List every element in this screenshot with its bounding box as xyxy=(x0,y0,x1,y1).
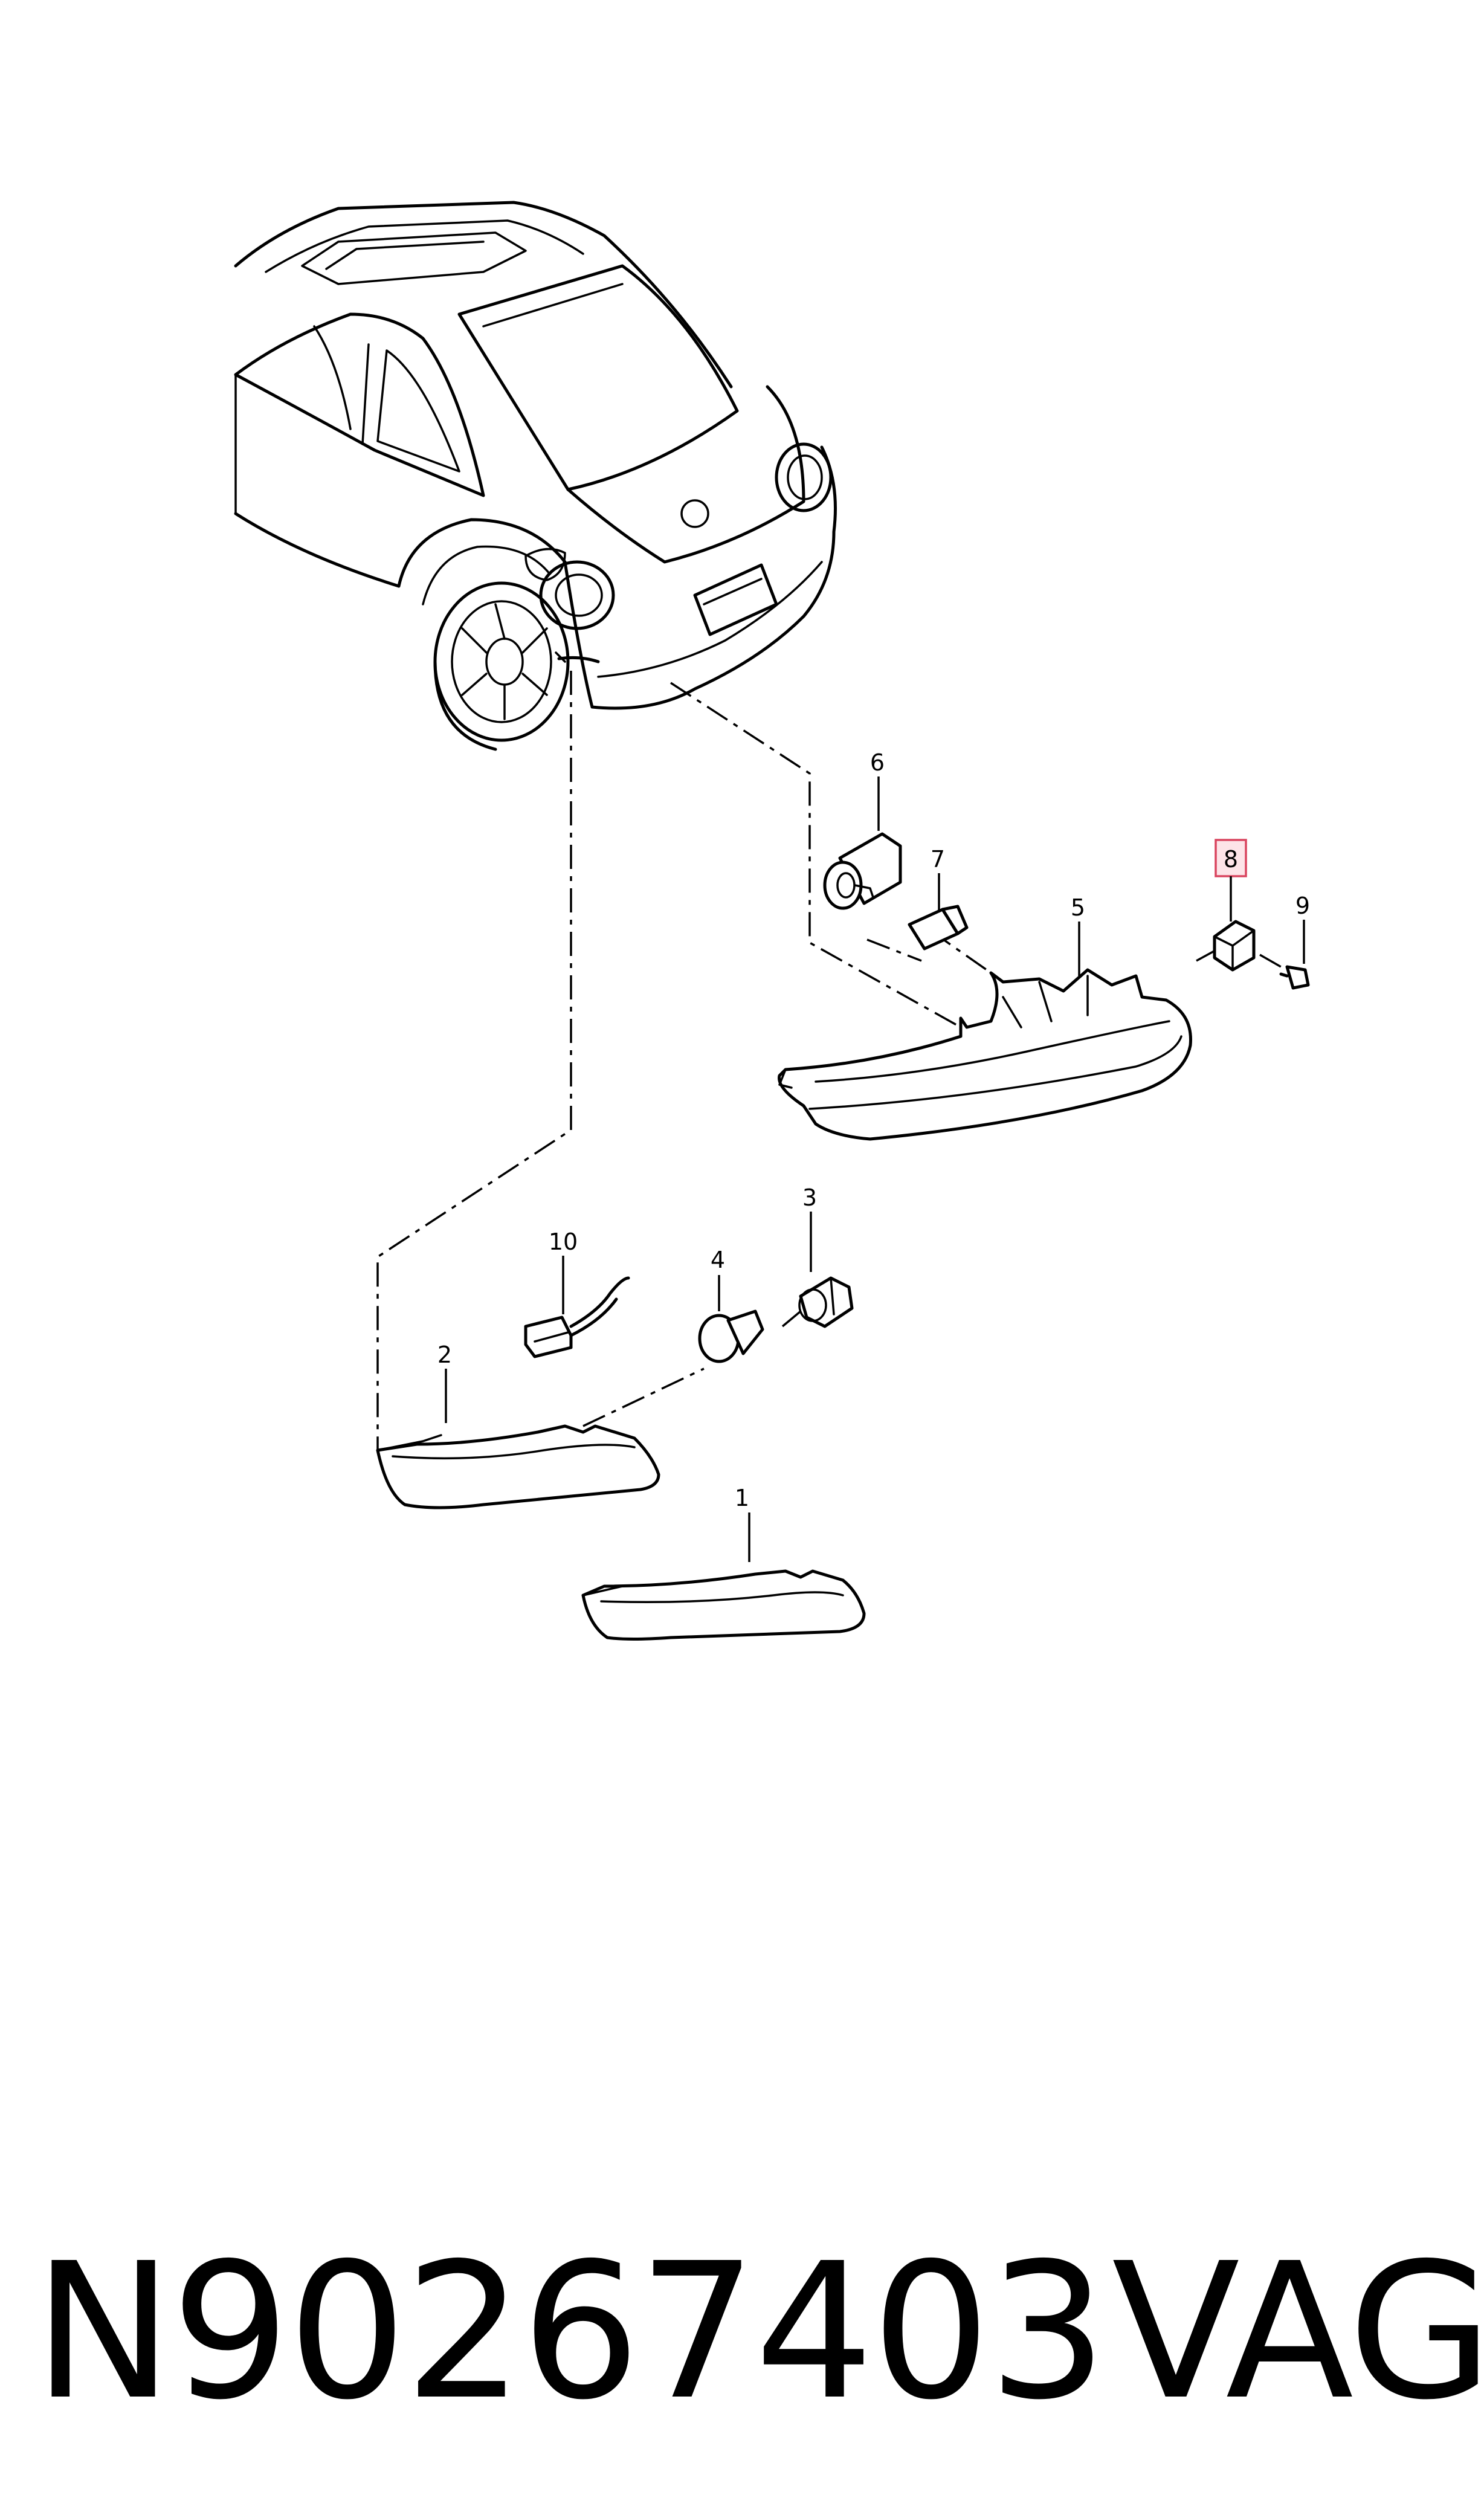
part-9-screw xyxy=(1279,965,1310,990)
callout-label-4: 4 xyxy=(711,1247,725,1273)
callout-label-1: 1 xyxy=(735,1485,749,1511)
part-7-bulb xyxy=(908,905,969,951)
brand-name: VAG xyxy=(1112,2223,1484,2441)
callout-label-8: 8 xyxy=(1224,846,1238,873)
callout-label-9: 9 xyxy=(1295,893,1310,919)
part-10-connector xyxy=(524,1276,630,1358)
part-3-socket xyxy=(798,1276,854,1328)
callout-label-7: 7 xyxy=(931,846,945,873)
part-8-clip xyxy=(1213,920,1256,972)
callout-label-2: 2 xyxy=(437,1341,452,1368)
part-1-side-marker xyxy=(581,1569,866,1641)
callout-label-3: 3 xyxy=(802,1184,817,1211)
part-5-reflector xyxy=(778,968,1192,1141)
callout-label-6: 6 xyxy=(870,749,885,776)
part-number: N90267403 xyxy=(33,2223,1108,2441)
callout-label-10: 10 xyxy=(549,1228,578,1255)
part-2-side-marker xyxy=(376,1424,660,1509)
callout-label-5: 5 xyxy=(1071,894,1085,921)
part-4-bulb xyxy=(698,1309,764,1363)
car-rear-illustration xyxy=(234,201,837,751)
part-6-bulb-socket xyxy=(823,832,902,910)
